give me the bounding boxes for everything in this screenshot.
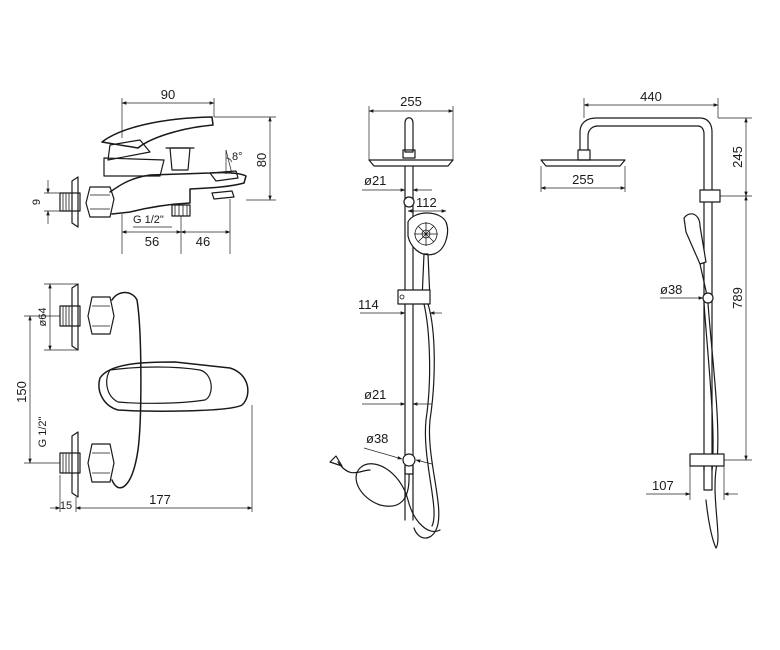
dim-pipe-top: ø21 [364, 173, 386, 188]
dim-245: 245 [730, 146, 745, 168]
dim-789: 789 [730, 287, 745, 309]
dim-pipe-bottom: ø21 [364, 387, 386, 402]
shower-side-view: 440 255 245 789 ø38 107 [540, 89, 752, 549]
dim-177: 177 [149, 492, 171, 507]
dim-diverter: ø38 [366, 431, 388, 446]
dim-150: 150 [14, 381, 29, 403]
dim-56: 56 [145, 234, 159, 249]
dim-angle: 8° [232, 151, 243, 163]
dim-112: 112 [416, 195, 437, 210]
thread-label-side: G 1/2" [133, 214, 164, 226]
shower-front-view: 255 ø21 112 114 ø21 ø38 [329, 94, 454, 539]
dim-440: 440 [640, 89, 662, 104]
mixer-front-view: 150 ø64 G 1/2" 15 177 [14, 283, 253, 512]
dim-15: 15 [60, 500, 72, 512]
dim-255-side: 255 [572, 172, 594, 187]
dim-90: 90 [161, 87, 175, 102]
dim-255-front: 255 [400, 94, 422, 109]
dim-107: 107 [652, 478, 674, 493]
dim-holder: ø38 [660, 282, 682, 297]
mixer-side-view: 90 80 8° 9 G 1/2" 56 46 [31, 87, 276, 254]
dim-diameter-64: ø64 [37, 308, 49, 327]
thread-label-front: G 1/2" [37, 417, 49, 448]
dim-46: 46 [196, 234, 210, 249]
dim-114: 114 [358, 297, 379, 312]
dim-9: 9 [31, 199, 43, 205]
dim-80: 80 [254, 153, 269, 167]
